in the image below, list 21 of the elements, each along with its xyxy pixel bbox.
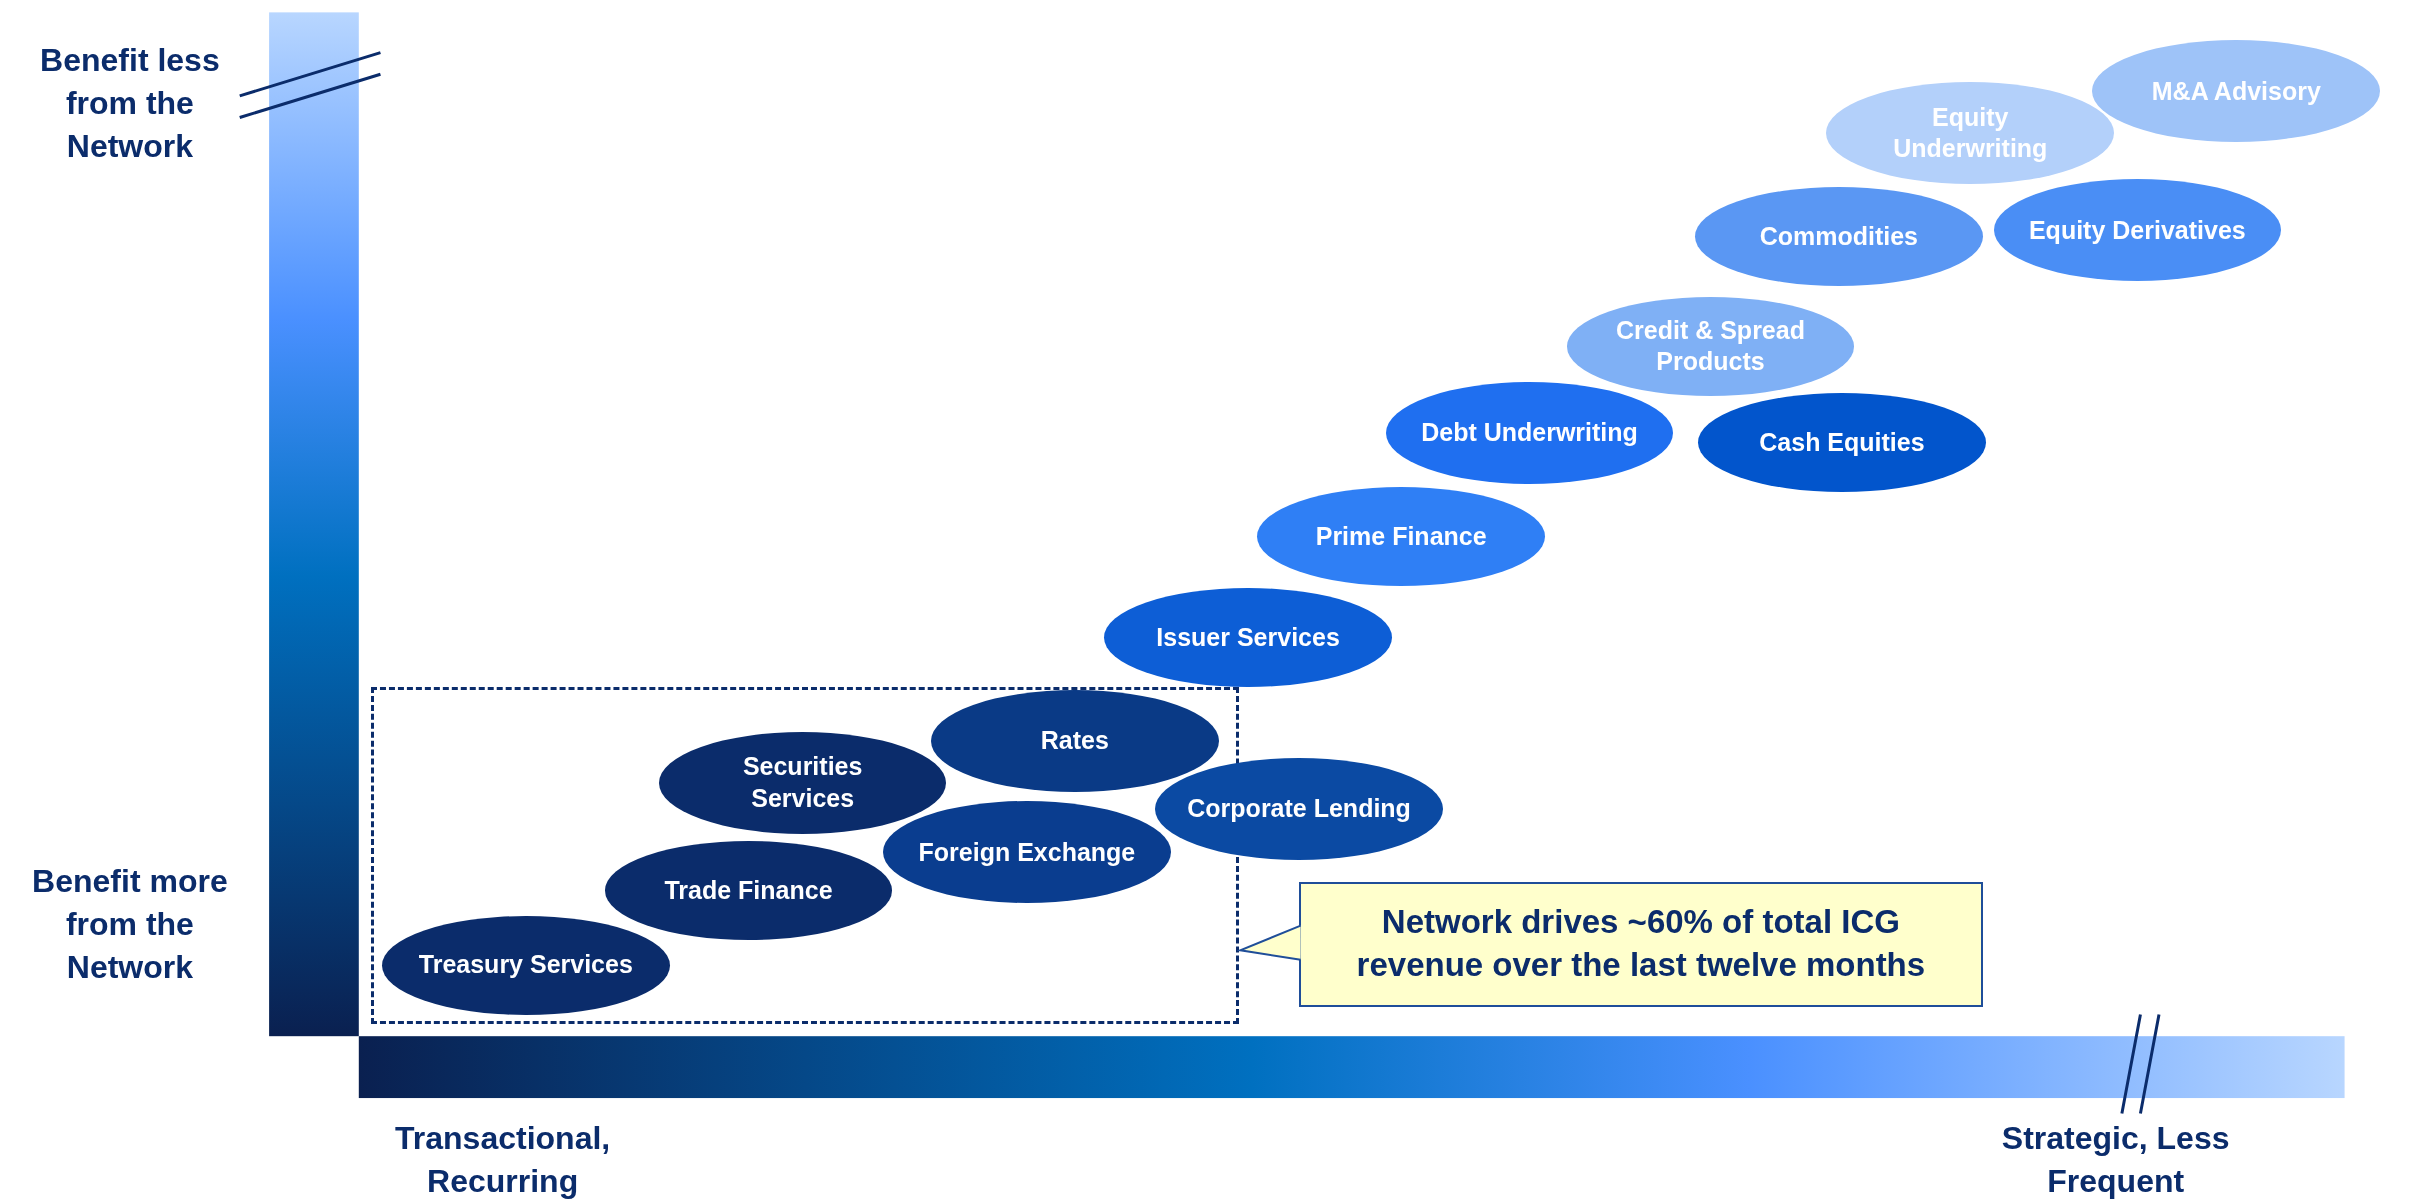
business-oval: Credit & Spread Products (1566, 296, 1855, 396)
business-oval: M&A Advisory (2092, 40, 2381, 143)
business-oval: Foreign Exchange (883, 801, 1171, 904)
business-oval: Securities Services (658, 731, 947, 834)
callout-pointer (1236, 924, 1302, 961)
business-oval: Equity Derivatives (1993, 179, 2282, 282)
axis-label: Benefit more from the Network (31, 861, 229, 988)
business-oval: Issuer Services (1104, 587, 1392, 687)
business-oval: Debt Underwriting (1385, 382, 1674, 485)
business-oval: Rates (931, 689, 1219, 792)
business-oval: Trade Finance (604, 841, 893, 941)
business-oval: Corporate Lending (1155, 757, 1443, 860)
callout-box: Network drives ~60% of total ICG revenue over the last twelve months (1299, 881, 1983, 1007)
business-oval: Treasury Services (382, 915, 670, 1015)
business-oval: Prime Finance (1257, 487, 1545, 587)
axis-label: Benefit less from the Network (39, 40, 221, 166)
business-oval: Equity Underwriting (1826, 81, 2115, 184)
axis-label: Transactional, Recurring (394, 1118, 612, 1201)
business-oval: Cash Equities (1698, 392, 1986, 492)
axis-label: Strategic, Less Frequent (2000, 1118, 2231, 1201)
business-oval: Commodities (1695, 187, 1983, 287)
